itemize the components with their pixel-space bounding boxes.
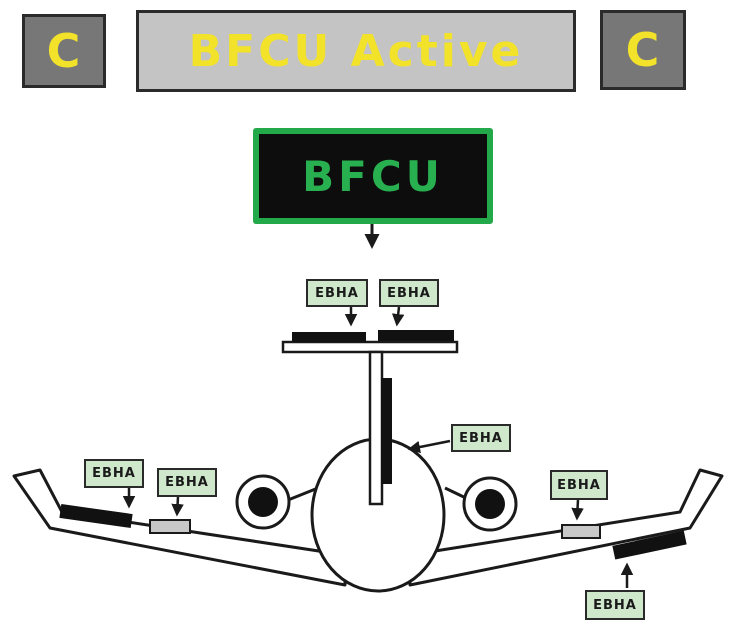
bfcu-status-banner: BFCU Active xyxy=(136,10,576,92)
right-wing xyxy=(408,468,724,587)
right-engine xyxy=(444,476,518,532)
ebha-arrow-left-spoiler xyxy=(171,496,184,517)
ebha-tag-label: EBHA xyxy=(315,285,359,301)
right-elevator xyxy=(378,330,454,341)
ebha-tag-right-aileron: EBHA xyxy=(585,590,645,620)
left-channel-indicator: C xyxy=(22,14,106,88)
ebha-arrow-right-spoiler xyxy=(571,499,584,521)
ebha-tag-label: EBHA xyxy=(92,466,136,481)
ebha-tag-label: EBHA xyxy=(459,430,503,446)
ebha-tag-label: EBHA xyxy=(165,475,209,490)
ebha-arrow-right-elevator xyxy=(391,306,405,327)
ebha-tag-left-elevator: EBHA xyxy=(306,279,368,307)
bfcu-controller-label: BFCU xyxy=(302,151,444,201)
ebha-tag-right-spoiler: EBHA xyxy=(550,470,608,500)
bfcu-controller-box: BFCU xyxy=(253,128,493,224)
left-spoiler xyxy=(149,519,191,534)
ebha-tag-label: EBHA xyxy=(387,285,431,301)
right-spoiler xyxy=(561,524,601,539)
rudder xyxy=(381,378,392,484)
left-engine xyxy=(235,474,319,530)
left-aileron xyxy=(59,504,133,528)
ebha-tag-rudder: EBHA xyxy=(451,424,511,452)
vertical-tail xyxy=(368,350,384,506)
right-channel-indicator: C xyxy=(600,10,686,90)
ebha-tag-label: EBHA xyxy=(557,477,601,493)
status-banner-text: BFCU Active xyxy=(188,25,524,77)
ebha-tag-label: EBHA xyxy=(593,597,637,613)
ebha-arrow-rudder xyxy=(407,439,451,454)
horizontal-stabilizer xyxy=(281,340,459,354)
ebha-tag-right-elevator: EBHA xyxy=(379,279,439,307)
ebha-tag-left-spoiler: EBHA xyxy=(157,468,217,497)
right-channel-label: C xyxy=(625,23,661,77)
left-elevator xyxy=(292,332,366,342)
ebha-tag-left-aileron: EBHA xyxy=(84,459,144,488)
right-aileron xyxy=(612,530,687,560)
left-channel-label: C xyxy=(46,24,82,78)
